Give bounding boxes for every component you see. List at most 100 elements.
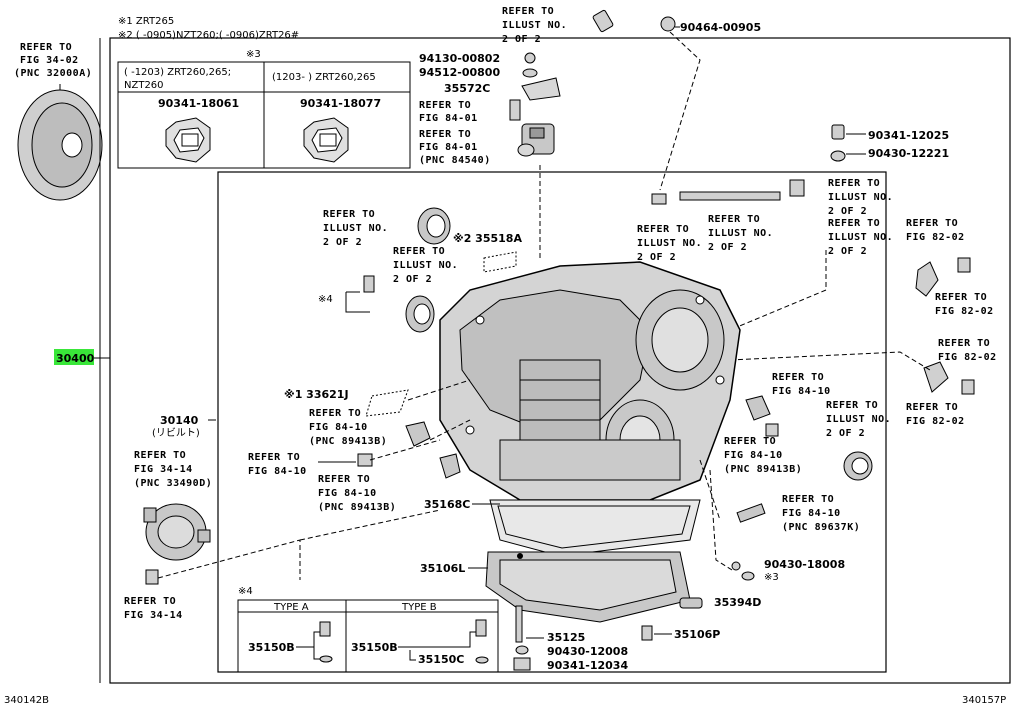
note3-col2-header: (1203- ) ZRT260,265: [272, 72, 376, 83]
part-90341-12025: 90341-12025: [868, 129, 949, 142]
svg-text:(PNC 84540): (PNC 84540): [419, 155, 491, 166]
plug-icon: [363, 275, 375, 293]
transmission-case: [439, 261, 741, 501]
ref-34-14b: REFER TO FIG 34-14: [124, 596, 182, 621]
ref-84-01b: REFER TO FIG 84-01 (PNC 84540): [419, 129, 491, 166]
svg-text:REFER TO: REFER TO: [502, 6, 554, 17]
svg-text:ILLUST NO.: ILLUST NO.: [826, 414, 891, 425]
note-2: ※2 ( -0905)NZT260;( -0906)ZRT26#: [118, 30, 299, 41]
part-30140: 30140: [160, 414, 199, 427]
part-33621J: ※1 33621J: [284, 388, 349, 401]
svg-text:FIG 84-10: FIG 84-10: [782, 508, 841, 519]
nut-icon: [303, 117, 349, 163]
type-a-part: 35150B: [248, 641, 295, 654]
part-35572C: 35572C: [444, 82, 490, 95]
svg-text:ILLUST NO.: ILLUST NO.: [502, 20, 567, 31]
ref-82-02a: REFER TO FIG 82-02: [906, 218, 964, 243]
bolt-icon: [357, 453, 373, 467]
svg-text:ILLUST NO.: ILLUST NO.: [637, 238, 702, 249]
note-3-ref: ※3: [764, 572, 779, 583]
ref-84-10d: REFER TO FIG 84-10: [772, 372, 831, 397]
svg-text:ILLUST NO.: ILLUST NO.: [323, 223, 388, 234]
note3-col1-header2: NZT260: [124, 80, 164, 91]
ref-82-02b: REFER TO FIG 82-02: [935, 292, 994, 317]
part-35394D: 35394D: [714, 596, 761, 609]
part-90341-12034: 90341-12034: [547, 659, 628, 672]
svg-text:REFER TO: REFER TO: [637, 224, 689, 235]
note-4-mark: ※4: [318, 294, 333, 305]
ref-84-10a: REFER TO FIG 84-10 (PNC 89413B): [309, 408, 387, 447]
ref-illust-seal3: REFER TO ILLUST NO. 2 OF 2: [826, 400, 891, 439]
drain-plug-icon: [513, 657, 531, 671]
ref-84-01a: REFER TO FIG 84-01: [419, 100, 477, 124]
svg-text:REFER TO: REFER TO: [772, 372, 824, 383]
svg-text:FIG 84-10: FIG 84-10: [772, 386, 831, 397]
svg-text:FIG 84-10: FIG 84-10: [309, 422, 368, 433]
svg-text:2 OF 2: 2 OF 2: [323, 237, 362, 248]
part-35168C: 35168C: [424, 498, 470, 511]
svg-text:FIG 34-02: FIG 34-02: [20, 55, 79, 66]
oil-pan-gasket: [489, 499, 701, 557]
part-90430-12008: 90430-12008: [547, 645, 628, 658]
svg-text:(PNC 33490D): (PNC 33490D): [134, 478, 212, 489]
svg-text:ILLUST NO.: ILLUST NO.: [828, 192, 893, 203]
ref-illust-seal: REFER TO ILLUST NO. 2 OF 2: [323, 209, 388, 248]
svg-text:REFER TO: REFER TO: [124, 596, 176, 607]
bracket-icon: [923, 361, 949, 393]
part-30140-sub: (リビルト): [152, 427, 200, 439]
svg-text:2 OF 2: 2 OF 2: [637, 252, 676, 263]
svg-text:(PNC 89637K): (PNC 89637K): [782, 522, 860, 533]
svg-text:(PNC 89413B): (PNC 89413B): [318, 502, 396, 513]
svg-text:(PNC 89413B): (PNC 89413B): [309, 436, 387, 447]
ref-84-10e: REFER TO FIG 84-10 (PNC 89413B): [724, 436, 802, 475]
svg-text:REFER TO: REFER TO: [248, 452, 300, 463]
note-1: ※1 ZRT265: [118, 16, 174, 27]
part-35106P: 35106P: [674, 628, 720, 641]
oil-seal-icon: [405, 295, 435, 333]
svg-text:REFER TO: REFER TO: [419, 100, 471, 111]
part-90430-12221: 90430-12221: [868, 147, 949, 160]
svg-text:ILLUST NO.: ILLUST NO.: [828, 232, 893, 243]
svg-text:2 OF 2: 2 OF 2: [828, 246, 867, 257]
svg-text:REFER TO: REFER TO: [708, 214, 760, 225]
svg-text:FIG 84-10: FIG 84-10: [318, 488, 377, 499]
bolt-icon: [592, 9, 614, 33]
speed-sensor-icon: [439, 453, 461, 479]
oil-seal-icon: [843, 451, 873, 481]
bolt-icon: [641, 625, 653, 641]
svg-text:FIG 82-02: FIG 82-02: [938, 352, 997, 363]
washer-icon: [731, 561, 741, 571]
outer-frame: [109, 37, 1011, 684]
type-table: TYPE A TYPE B 35150B 35150B 35150C: [237, 599, 499, 673]
magnet-icon: [679, 597, 703, 609]
part-35518A: ※2 35518A: [453, 232, 522, 245]
ref-84-10f: REFER TO FIG 84-10 (PNC 89637K): [782, 494, 860, 533]
ref-illust-r4: REFER TO ILLUST NO. 2 OF 2: [828, 218, 893, 257]
bracket-icon: [521, 77, 561, 101]
ref-34-14a: REFER TO FIG 34-14 (PNC 33490D): [134, 450, 212, 489]
part-90464-00905: 90464-00905: [680, 21, 761, 34]
part-94130-00802: 94130-00802: [419, 52, 500, 65]
svg-text:REFER TO: REFER TO: [935, 292, 987, 303]
svg-text:FIG 82-02: FIG 82-02: [906, 416, 965, 427]
svg-text:FIG 82-02: FIG 82-02: [935, 306, 994, 317]
speed-sensor-icon: [405, 421, 431, 447]
footer-right: 340157P: [962, 695, 1006, 706]
svg-text:REFER TO: REFER TO: [134, 450, 186, 461]
svg-text:ILLUST NO.: ILLUST NO.: [708, 228, 773, 239]
svg-text:REFER TO: REFER TO: [318, 474, 370, 485]
svg-text:REFER TO: REFER TO: [828, 218, 880, 229]
ref-illust-seal2: REFER TO ILLUST NO. 2 OF 2: [393, 246, 458, 285]
part-30400[interactable]: 30400: [54, 349, 110, 365]
part-94512-00800: 94512-00800: [419, 66, 500, 79]
ref-84-10c: REFER TO FIG 84-10 (PNC 89413B): [318, 474, 396, 513]
svg-text:ILLUST NO.: ILLUST NO.: [393, 260, 458, 271]
svg-text:FIG 84-10: FIG 84-10: [248, 466, 307, 477]
svg-text:FIG 84-01: FIG 84-01: [419, 142, 478, 153]
dipstick-tube-icon: [651, 179, 805, 205]
ref-84-10b: REFER TO FIG 84-10: [248, 452, 307, 477]
note3-col1-part: 90341-18061: [158, 97, 239, 110]
svg-text:REFER TO: REFER TO: [323, 209, 375, 220]
svg-text:REFER TO: REFER TO: [393, 246, 445, 257]
svg-text:2 OF 2: 2 OF 2: [828, 206, 867, 217]
